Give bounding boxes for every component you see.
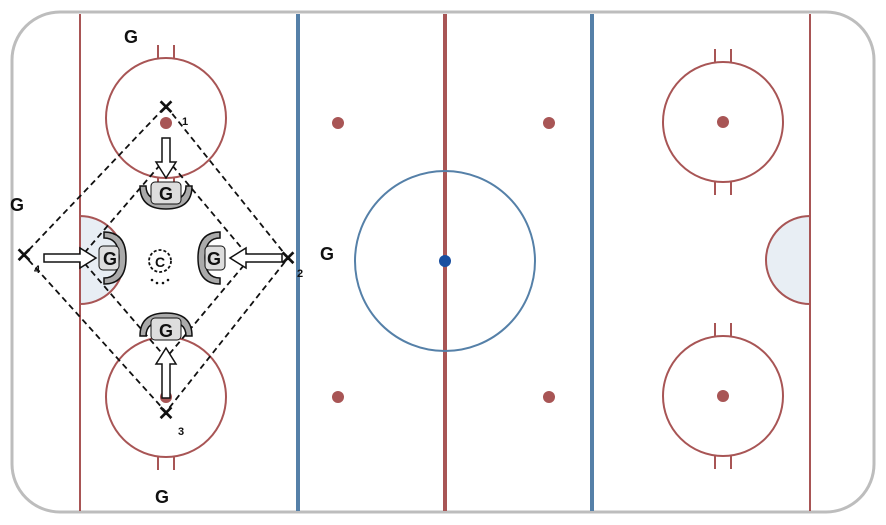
center-circle	[354, 170, 536, 352]
right-top-faceoff-circle	[662, 49, 784, 195]
goalie-top: G	[124, 27, 138, 47]
player-3-number: 3	[178, 426, 184, 438]
arrow-1-down	[154, 137, 178, 180]
player-4-mark: ✕	[16, 245, 33, 267]
crease-goalie-bottom: G	[139, 312, 193, 341]
crease-goalie-left-label: G	[103, 249, 117, 269]
player-2-number: 2	[297, 268, 303, 280]
player-3: ✕ 3	[158, 403, 185, 438]
goalie-center: G	[320, 244, 334, 264]
player-4: ✕ 4	[16, 245, 41, 276]
crease-goalie-left: G	[98, 231, 127, 285]
player-1-mark: ✕	[158, 97, 175, 119]
player-4-number: 4	[34, 264, 41, 276]
center-target: C	[148, 249, 172, 285]
player-2: ✕ 2	[280, 248, 304, 280]
arrow-3-up	[154, 346, 178, 399]
neutral-dot-top-right	[543, 117, 555, 129]
neutral-dot-bottom-right	[543, 391, 555, 403]
goalie-left: G	[10, 195, 24, 215]
center-faceoff-dot	[439, 255, 451, 267]
crease-goalie-bottom-label: G	[159, 321, 173, 341]
neutral-dot-top-left	[332, 117, 344, 129]
center-target-label: C	[155, 254, 165, 270]
arrow-4-right	[43, 246, 98, 270]
right-bottom-faceoff-circle	[662, 323, 784, 469]
player-1: ✕ 1	[158, 97, 189, 128]
crease-goalie-right-label: G	[207, 249, 221, 269]
neutral-dot-bottom-left	[332, 391, 344, 403]
crease-goalie-top: G	[139, 181, 193, 210]
crease-goalie-right: G	[197, 231, 226, 285]
player-2-mark: ✕	[280, 248, 297, 270]
player-3-mark: ✕	[158, 403, 175, 425]
player-1-number: 1	[182, 116, 188, 128]
right-goal-crease	[765, 214, 811, 306]
goalie-bottom: G	[155, 487, 169, 507]
arrow-2-left	[228, 246, 283, 270]
crease-goalie-top-label: G	[159, 184, 173, 204]
